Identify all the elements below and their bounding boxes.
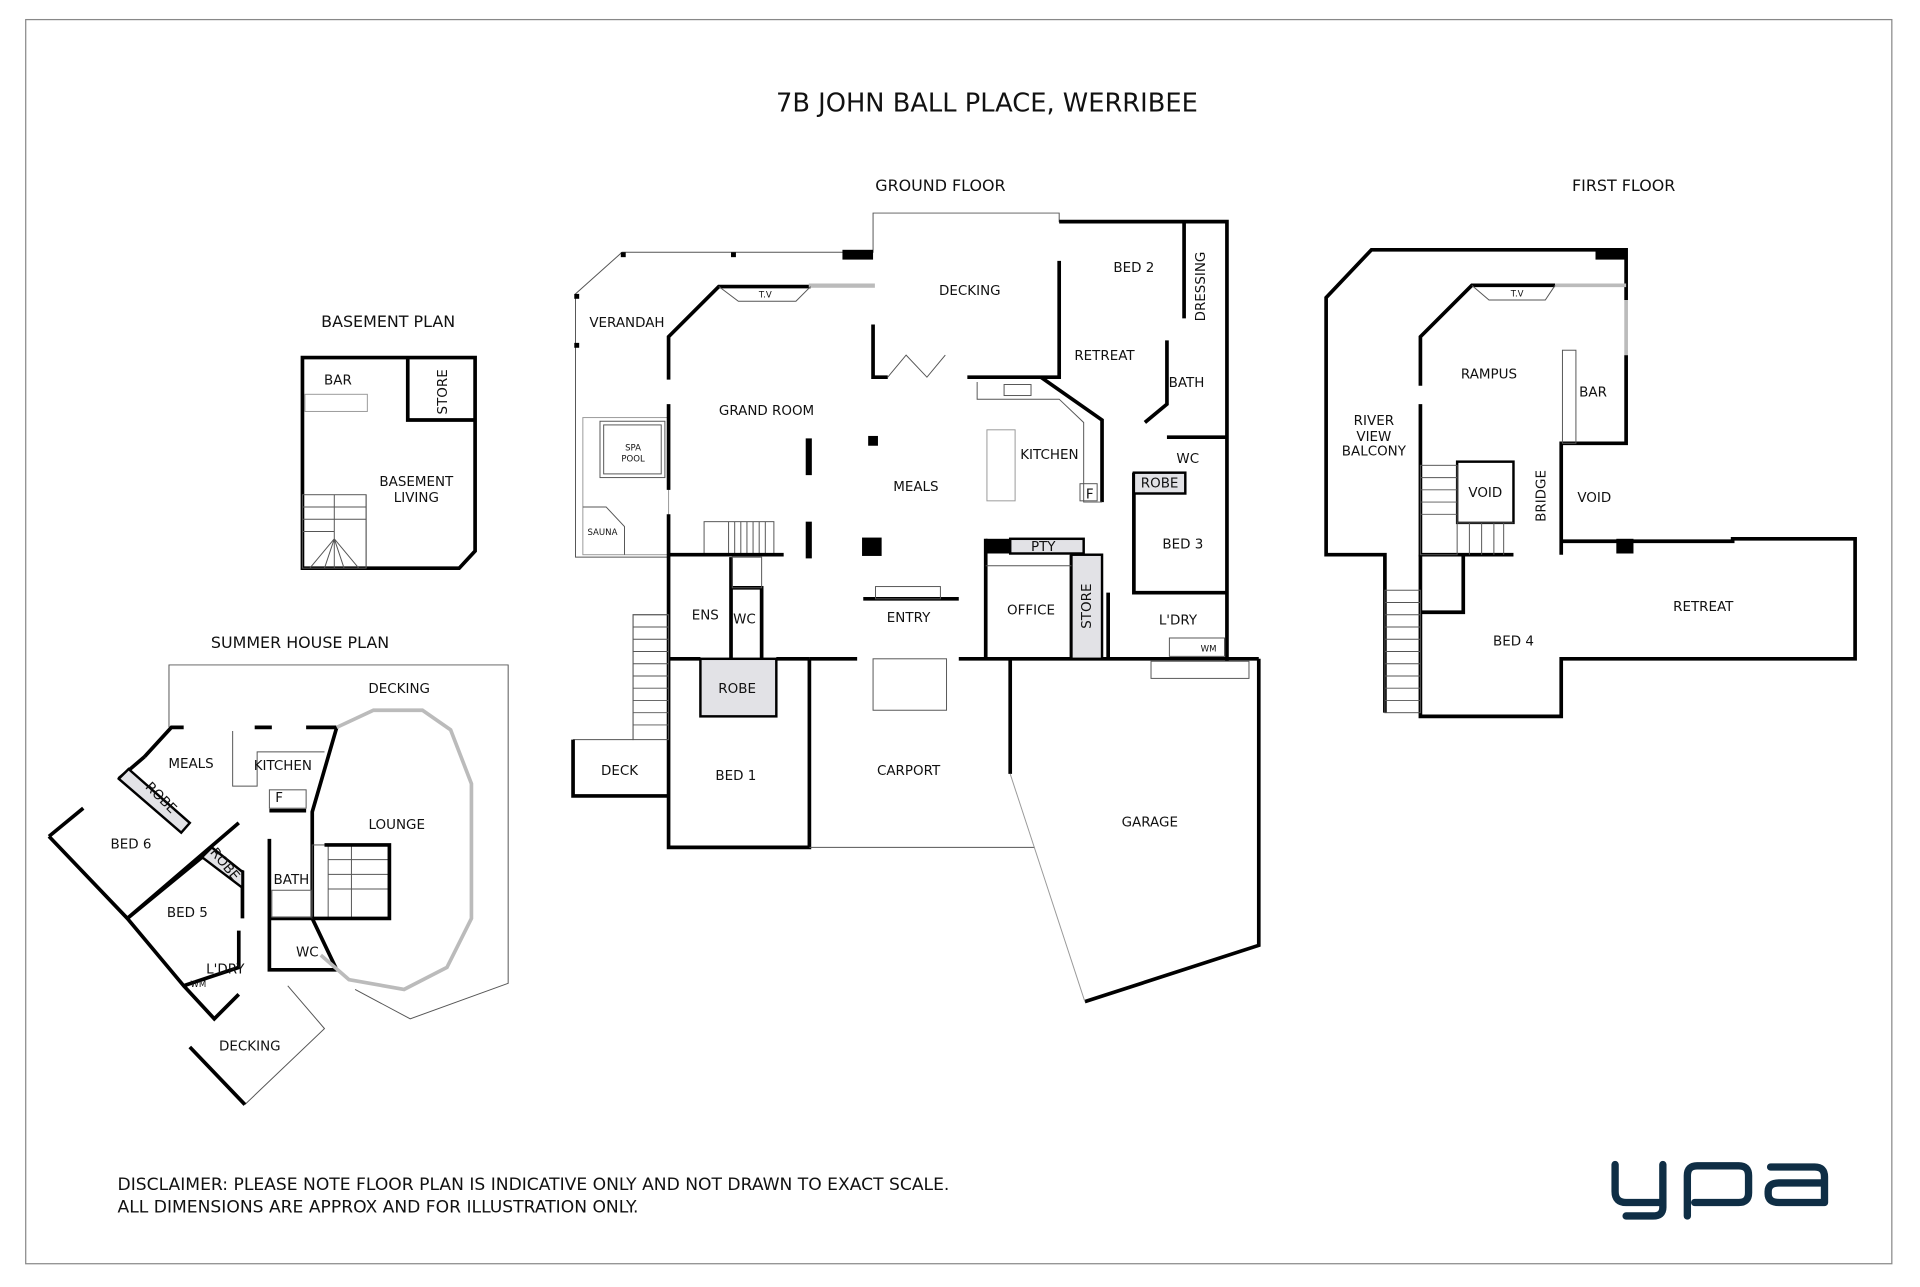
room-label: WC: [1176, 452, 1199, 467]
room-label: VERANDAH: [589, 316, 664, 331]
room-label: BATH: [274, 873, 310, 888]
ground-floor-plan: VERANDAH T.V SPA POOL SAUNA GRAND ROOM D…: [571, 212, 1261, 1004]
room-label: BALCONY: [1342, 445, 1407, 460]
room-label: OFFICE: [1007, 604, 1055, 619]
room-label: WM: [190, 980, 206, 990]
room-label: CARPORT: [877, 764, 941, 779]
room-label: KITCHEN: [1020, 448, 1078, 463]
ground-floor-heading: GROUND FLOOR: [875, 176, 1005, 195]
room-label: L'DRY: [1159, 614, 1198, 629]
room-label: T.V: [1510, 289, 1524, 299]
room-label: T.V: [758, 291, 772, 301]
room-label: L'DRY: [206, 963, 245, 978]
room-label: RIVER: [1354, 414, 1394, 429]
room-label: STORE: [436, 369, 451, 414]
room-label: POOL: [621, 455, 645, 465]
summer-house-plan: DECKING MEALS KITCHEN F ROBE ROBE BED 6 …: [47, 664, 509, 1106]
room-label: F: [275, 791, 283, 806]
disclaimer-line-1: DISCLAIMER: PLEASE NOTE FLOOR PLAN IS IN…: [118, 1175, 950, 1195]
room-label: ENTRY: [887, 611, 931, 626]
room-label: WC: [296, 945, 319, 960]
page-title: 7B JOHN BALL PLACE, WERRIBEE: [776, 88, 1198, 118]
room-label: BAR: [1579, 386, 1607, 401]
room-label: DRESSING: [1194, 252, 1209, 322]
page-border: [25, 18, 1893, 1265]
room-label: VOID: [1577, 491, 1611, 506]
room-label: F: [1086, 487, 1094, 502]
stairs: [301, 494, 367, 569]
room-label: WM: [1201, 644, 1217, 654]
room-label: DECKING: [368, 682, 430, 697]
room-label: BED 2: [1113, 261, 1154, 276]
room-label: RETREAT: [1673, 600, 1734, 615]
basement-heading: BASEMENT PLAN: [321, 312, 455, 331]
room-label: DECKING: [219, 1040, 281, 1055]
ypa-logo: [1611, 1160, 1829, 1220]
room-label: WC: [733, 612, 756, 627]
room-label: ROBE: [1141, 476, 1179, 491]
room-label: MEALS: [168, 757, 213, 772]
room-label: GRAND ROOM: [719, 404, 814, 419]
room-label: BED 5: [167, 906, 208, 921]
room-label: PTY: [1031, 540, 1056, 555]
room-label: LOUNGE: [369, 818, 425, 833]
room-label: BASEMENT: [379, 475, 454, 490]
room-label: DECK: [601, 764, 639, 779]
first-floor-plan: RIVER VIEW BALCONY T.V RAMPUS BAR VOID B…: [1324, 247, 1857, 719]
room-label: ROBE: [718, 682, 756, 697]
room-label: MEALS: [893, 480, 938, 495]
room-label: SAUNA: [587, 528, 617, 538]
basement-plan: BAR STORE BASEMENT LIVING: [300, 355, 477, 571]
summer-house-heading: SUMMER HOUSE PLAN: [211, 633, 389, 652]
room-label: ENS: [692, 609, 719, 624]
room-label: SPA: [625, 444, 641, 454]
room-label: VOID: [1468, 486, 1502, 501]
room-label: GARAGE: [1122, 816, 1178, 831]
room-label: BED 1: [715, 769, 756, 784]
room-label: BED 3: [1162, 538, 1203, 553]
room-label: BATH: [1169, 376, 1205, 391]
room-label: BED 6: [111, 838, 152, 853]
first-floor-heading: FIRST FLOOR: [1572, 176, 1675, 195]
room-label: BED 4: [1493, 634, 1534, 649]
room-label: RETREAT: [1074, 349, 1135, 364]
room-label: KITCHEN: [254, 759, 312, 774]
disclaimer-line-2: ALL DIMENSIONS ARE APPROX AND FOR ILLUST…: [118, 1197, 639, 1217]
room-label: RAMPUS: [1461, 367, 1517, 382]
room-label: BAR: [324, 374, 352, 389]
room-label: STORE: [1080, 584, 1095, 629]
room-label: BRIDGE: [1534, 470, 1549, 522]
room-label: VIEW: [1356, 430, 1391, 445]
room-label: LIVING: [394, 491, 439, 506]
room-label: DECKING: [939, 284, 1001, 299]
